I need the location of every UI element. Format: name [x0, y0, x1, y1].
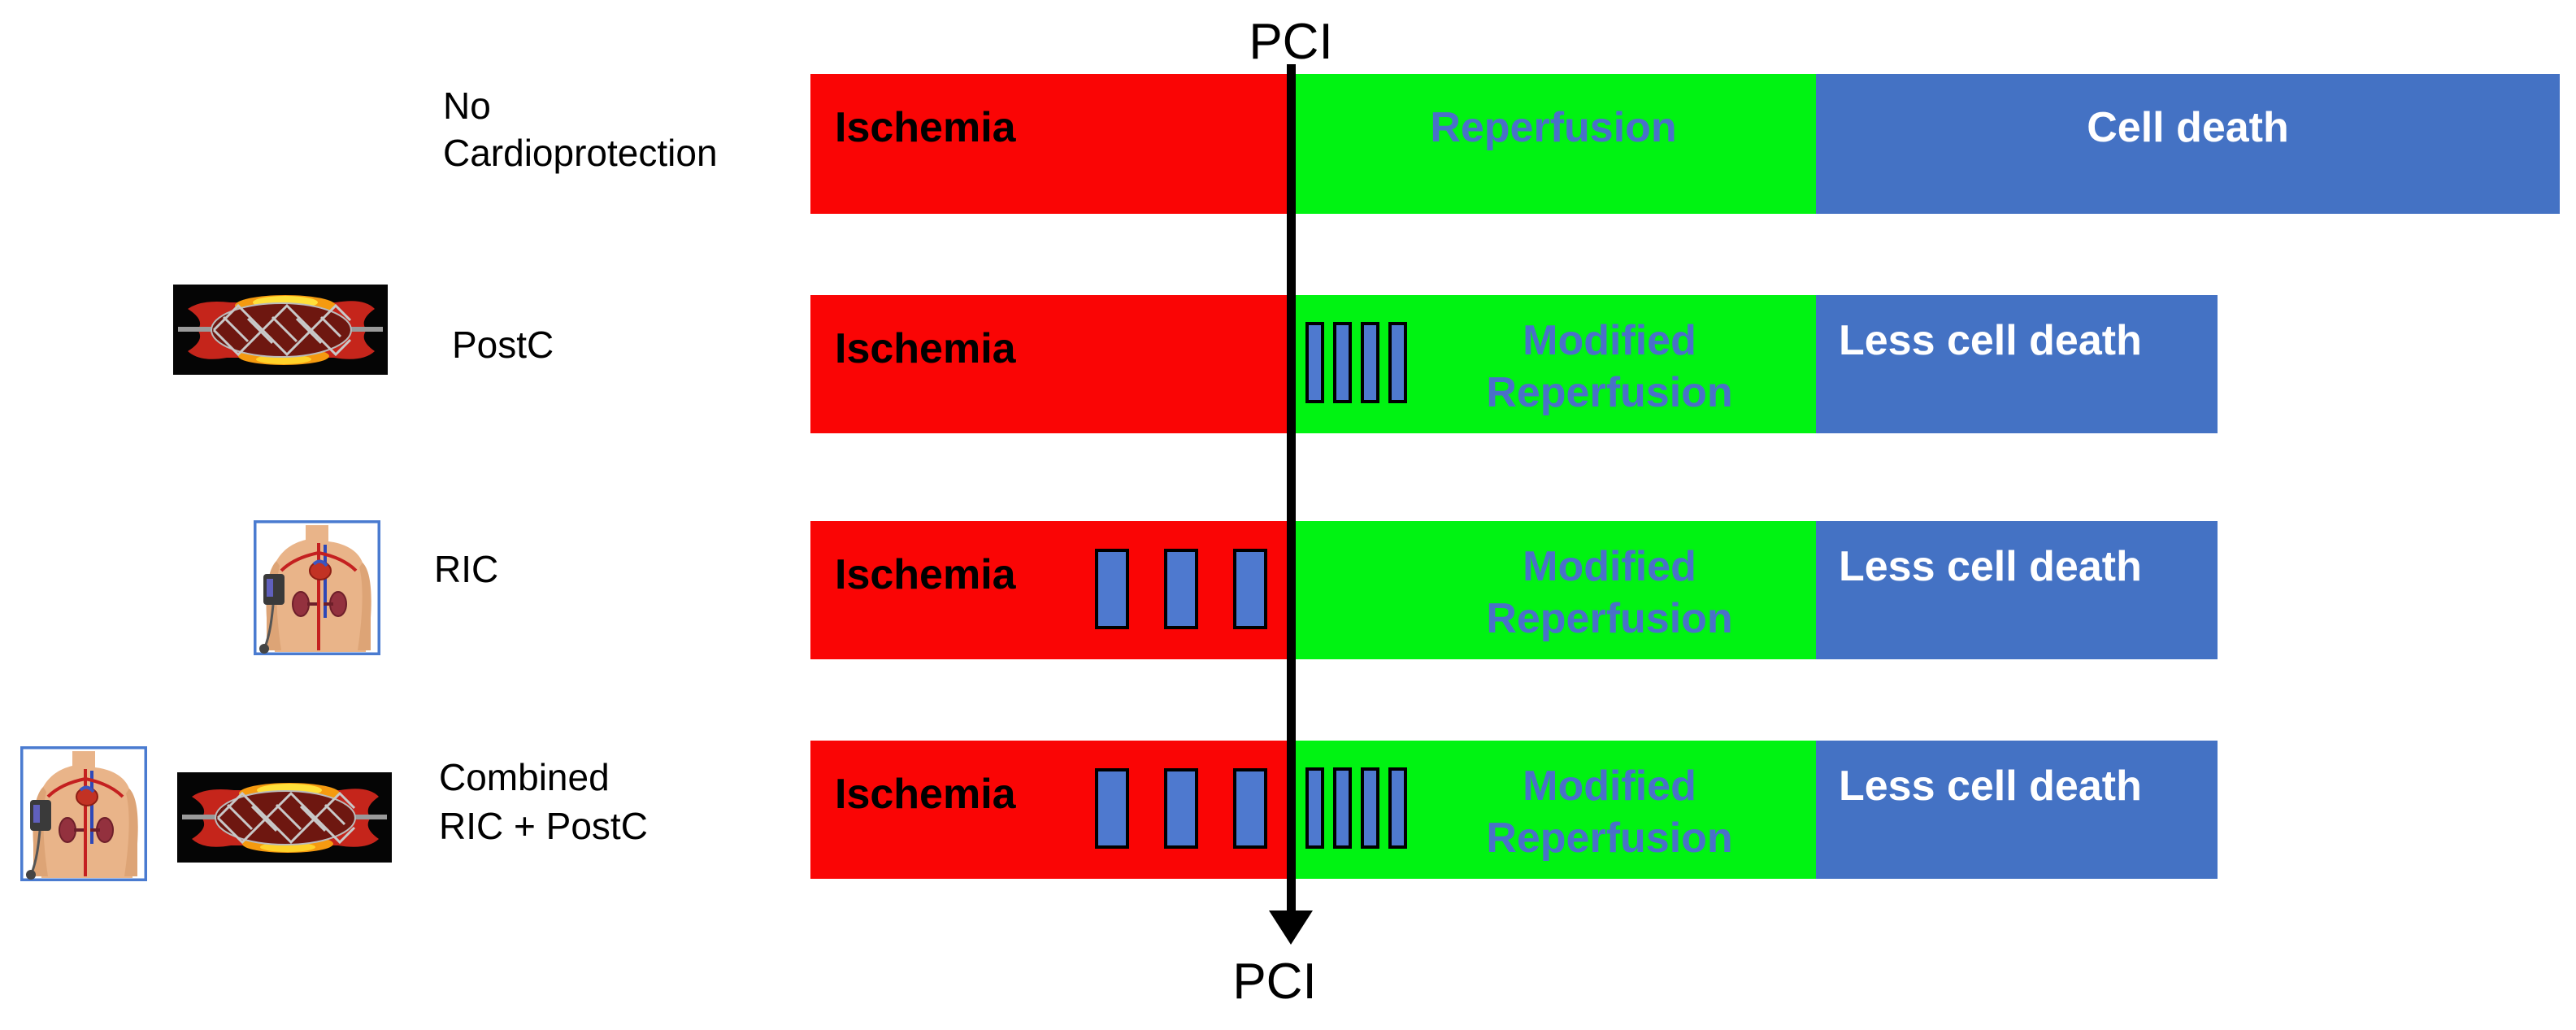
reperfusion-label: Reperfusion	[1430, 104, 1677, 151]
pci-timeline-line	[1287, 64, 1296, 913]
postc-cycle-bar	[1333, 322, 1352, 403]
postc-cycle-bar	[1388, 322, 1407, 403]
cell-death-bar	[1816, 74, 2560, 214]
row-label-line1: Combined	[439, 756, 610, 798]
ischemia-bar	[810, 295, 1291, 433]
row-label-ric: RIC	[434, 548, 499, 590]
reperfusion-line: Reperfusion	[1486, 815, 1733, 862]
postc-cycle-bar	[1361, 322, 1379, 403]
pci-arrowhead-icon	[1269, 910, 1313, 945]
ischemia-label: Ischemia	[835, 771, 1016, 818]
less-cell-death-bar	[1816, 741, 2218, 879]
ischemia-bar	[810, 741, 1291, 879]
ischemia-bar	[810, 74, 1291, 214]
postc-cycle-bar	[1305, 322, 1324, 403]
less-cell-death-label: Less cell death	[1839, 763, 2142, 810]
ric-cycle-bar	[1095, 768, 1129, 849]
reperfusion-line: Reperfusion	[1486, 595, 1733, 642]
reperfusion-bar	[1291, 74, 1816, 214]
postc-cycle-bar	[1305, 767, 1324, 849]
postc-cycle-bar	[1333, 767, 1352, 849]
reperfusion-line: Reperfusion	[1486, 369, 1733, 416]
stent-balloon-image	[173, 285, 388, 375]
pci-label-top: PCI	[1249, 14, 1333, 70]
row-label-postc: PostC	[452, 324, 554, 366]
ric-cycle-bar	[1164, 768, 1198, 849]
less-cell-death-label: Less cell death	[1839, 317, 2142, 364]
ischemia-label: Ischemia	[835, 104, 1016, 151]
ric-cycle-bar	[1164, 549, 1198, 629]
ischemia-label: Ischemia	[835, 325, 1016, 372]
ric-cycle-bar	[1233, 768, 1267, 849]
ric-cycle-bar	[1233, 549, 1267, 629]
modified-line: Modified	[1523, 763, 1696, 810]
ric-cuff-torso-image	[254, 520, 380, 655]
less-cell-death-bar	[1816, 295, 2218, 433]
row-label-line2: RIC + PostC	[439, 805, 648, 847]
modified-reperfusion-bar	[1291, 521, 1816, 659]
less-cell-death-label: Less cell death	[1839, 543, 2142, 590]
ric-cycle-bar	[1095, 549, 1129, 629]
modified-line: Modified	[1523, 317, 1696, 364]
row-label-line2: Cardioprotection	[443, 132, 718, 174]
ischemia-bar	[810, 521, 1291, 659]
row-label-line1: No	[443, 85, 491, 127]
postc-cycle-bar	[1388, 767, 1407, 849]
ric-cuff-torso-image	[20, 746, 147, 881]
cell-death-label: Cell death	[2087, 104, 2289, 151]
stent-balloon-image	[177, 772, 392, 863]
less-cell-death-bar	[1816, 521, 2218, 659]
modified-line: Modified	[1523, 543, 1696, 590]
ischemia-label: Ischemia	[835, 551, 1016, 598]
postc-cycle-bar	[1361, 767, 1379, 849]
pci-label-bottom: PCI	[1232, 954, 1317, 1010]
